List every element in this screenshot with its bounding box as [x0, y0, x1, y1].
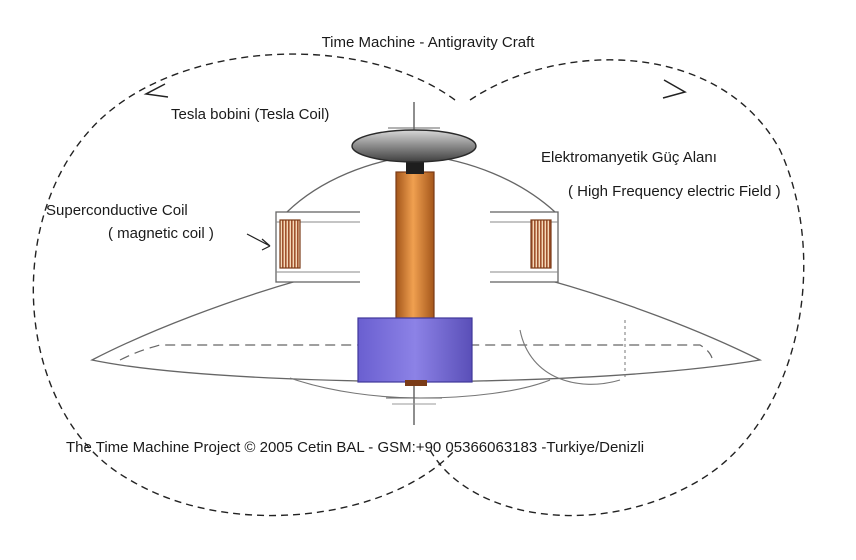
tesla-torus-icon [351, 129, 477, 163]
em-field-label-line1: Elektromanyetik Güç Alanı [541, 149, 717, 166]
diagram-title: Time Machine - Antigravity Craft [321, 34, 535, 51]
right-loop-arrow-icon [662, 79, 687, 99]
magnetic-coil-pointer-icon [246, 233, 271, 251]
left-field-loop [32, 53, 456, 517]
left-loop-arrow-icon [143, 83, 169, 98]
superconductive-coil-right [530, 219, 552, 269]
copyright-footer: The Time Machine Project © 2005 Cetin BA… [66, 439, 645, 456]
tesla-coil-label: Tesla bobini (Tesla Coil) [171, 106, 330, 123]
superconductive-coil-label-line2: ( magnetic coil ) [108, 225, 214, 242]
right-field-loop [429, 59, 805, 517]
superconductive-coil-left [279, 219, 301, 269]
superconductive-coil-label-line1: Superconductive Coil [46, 202, 188, 219]
base-energy-block [357, 317, 473, 383]
saucer-side-arc [519, 329, 621, 385]
tesla-coil-rod [395, 171, 435, 321]
em-field-label-line2: ( High Frequency electric Field ) [568, 183, 781, 200]
